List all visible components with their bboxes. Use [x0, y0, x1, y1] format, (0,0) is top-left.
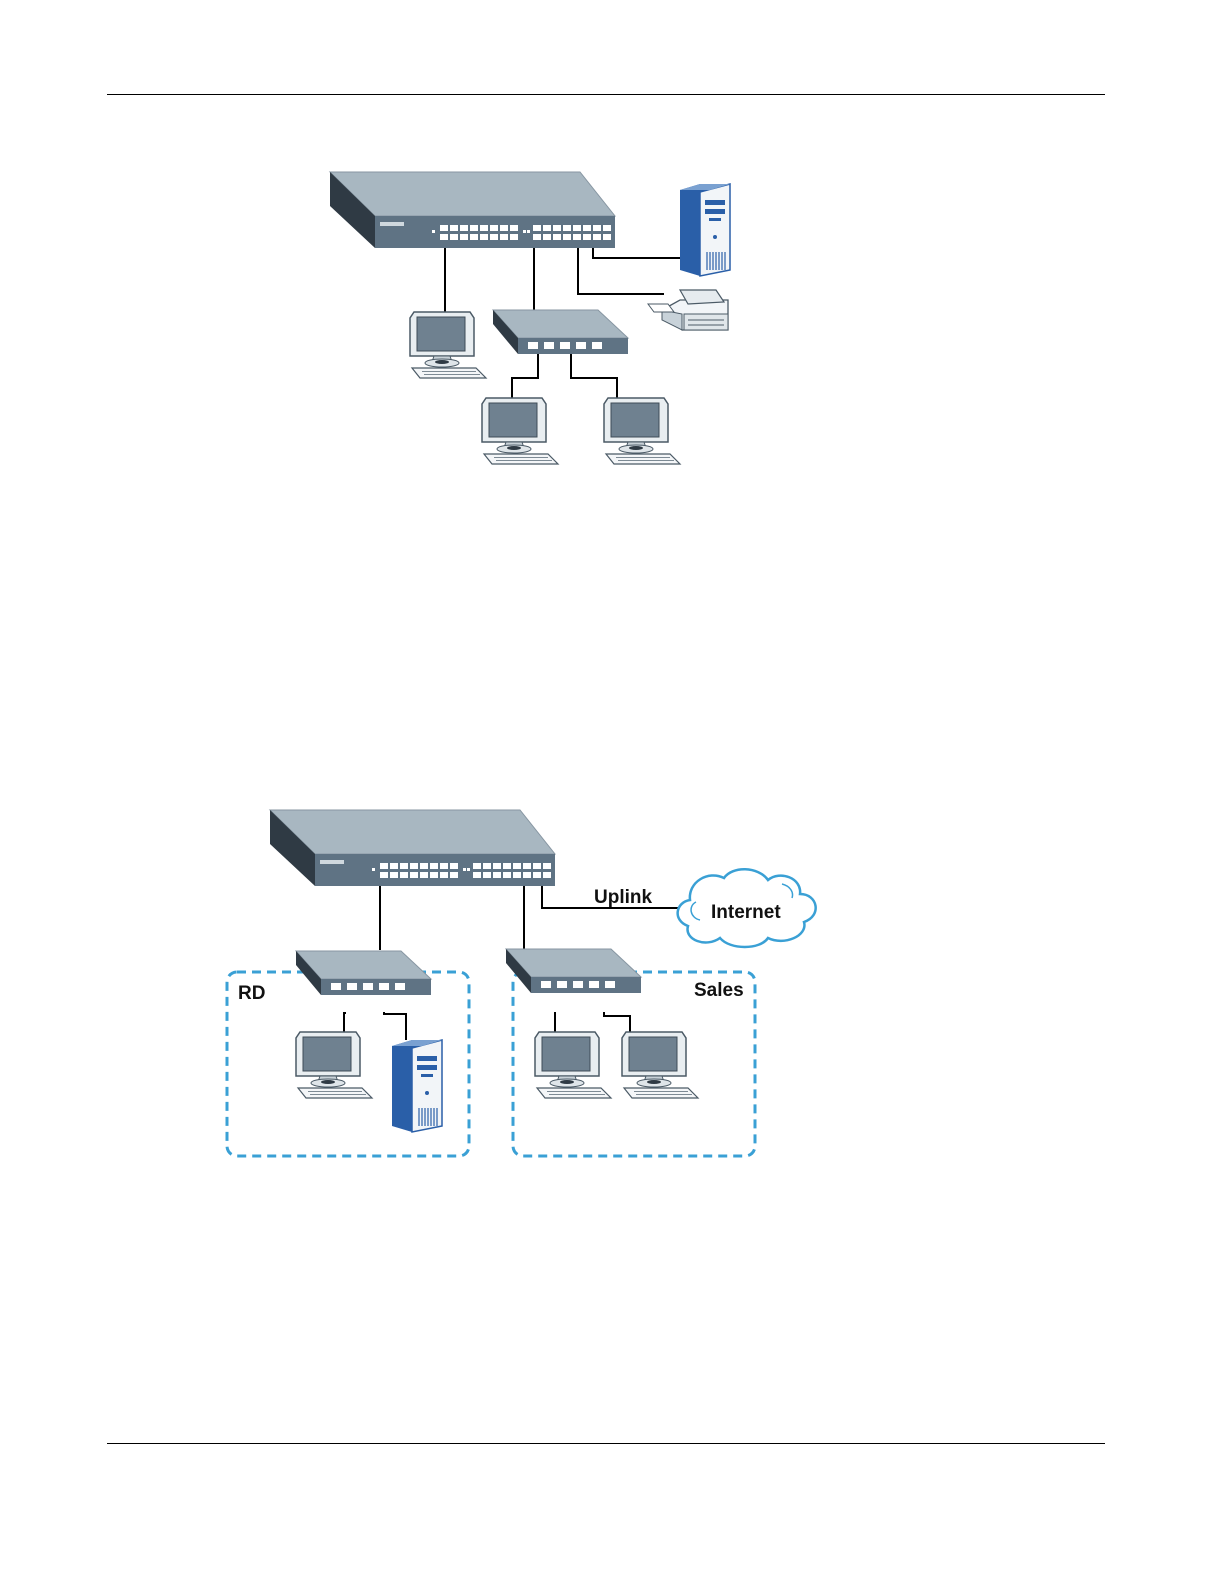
group-label-sales: Sales	[694, 980, 744, 1001]
server-icon	[392, 1040, 442, 1132]
computer-icon	[296, 1032, 372, 1098]
rd-switch-icon	[296, 951, 431, 995]
workgroup-switch-icon	[493, 310, 628, 354]
figure-1-switch-topology	[330, 172, 730, 464]
internet-label: Internet	[711, 902, 781, 923]
computer-icon	[604, 398, 680, 464]
computer-icon	[535, 1032, 611, 1098]
printer-icon	[648, 290, 728, 330]
server-icon	[680, 184, 730, 276]
figure-2-vlan-topology: Uplink Internet RD Sales	[227, 810, 816, 1156]
computer-icon	[622, 1032, 698, 1098]
sales-switch-icon	[506, 949, 641, 993]
group-label-rd: RD	[238, 983, 265, 1004]
core-switch-icon	[270, 810, 555, 886]
uplink-label: Uplink	[594, 887, 652, 908]
computer-icon	[482, 398, 558, 464]
core-switch-icon	[330, 172, 615, 248]
computer-icon	[410, 312, 486, 378]
